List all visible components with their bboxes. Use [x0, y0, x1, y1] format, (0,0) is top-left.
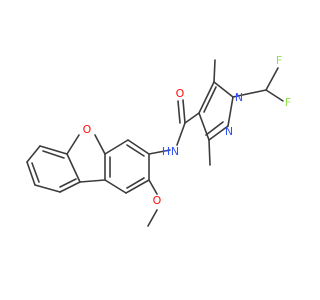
- atom-oxygen-furan: O: [83, 123, 92, 136]
- bond-b1-b6-double: [42, 150, 65, 159]
- bond-b5-b4: [26, 161, 36, 186]
- bond-a2-a3: [104, 139, 129, 155]
- bond-n-aryl: [148, 149, 171, 155]
- atom-nitrogen-1: N: [235, 91, 243, 104]
- bond-c4-carbonyl: [184, 112, 200, 124]
- atom-oxygen-methoxy: O: [153, 194, 162, 207]
- bond-a4-a5: [104, 179, 127, 194]
- bond-ch-n1: [232, 89, 267, 98]
- bond-c5-methyl: [213, 59, 216, 83]
- bond-a1-a2-double: [126, 144, 145, 157]
- bond-b3-b2: [59, 181, 81, 193]
- bond-cf-2: [265, 89, 284, 102]
- atom-oxygen-carbonyl: O: [176, 87, 185, 100]
- atom-nitrogen-2: N: [225, 125, 233, 138]
- atom-fluorine-2: F: [285, 96, 291, 109]
- atom-labels: F F N N O N H O O: [83, 54, 292, 207]
- bond-a1-a2: [127, 139, 150, 155]
- bond-a3-ofuran: [94, 134, 106, 155]
- atom-nitrogen-amide: N: [171, 145, 179, 158]
- bond-a5-a6-double: [126, 177, 145, 189]
- bond-a4-b2: [79, 179, 106, 183]
- bond-n1-c5: [213, 81, 234, 98]
- bond-n1-n2: [227, 96, 234, 127]
- bond-c4-c5-double: [203, 86, 217, 113]
- bond-b1-b6: [39, 145, 68, 155]
- bond-n2-c3-double: [205, 121, 224, 136]
- bond-lines: [26, 59, 284, 227]
- bond-ofuran-b1: [66, 134, 80, 155]
- bond-b6-b5: [26, 145, 41, 163]
- bond-a5-a6: [125, 179, 150, 194]
- atom-hydrogen-amide: H: [162, 145, 170, 158]
- atom-fluorine-1: F: [276, 54, 282, 67]
- bond-co-2: [177, 100, 181, 124]
- bond-omethoxy-ch3: [147, 209, 158, 227]
- bond-b5-b4-double: [31, 162, 40, 183]
- molecule-diagram: F F N N O N H O O: [26, 54, 292, 227]
- bond-b4-b3: [34, 184, 61, 193]
- bond-carbonyl-n: [176, 122, 186, 146]
- bond-co-1: [182, 99, 186, 124]
- bond-aryl-omethoxy: [148, 179, 158, 195]
- bond-cf-1: [265, 67, 279, 91]
- bond-c4-c5: [198, 81, 215, 114]
- bond-c3-c4: [198, 112, 210, 141]
- bond-c3-methyl: [208, 139, 211, 166]
- bond-b3-b2-double: [59, 178, 77, 188]
- bond-b1-b2: [66, 153, 81, 183]
- bond-n2-c3: [208, 125, 229, 141]
